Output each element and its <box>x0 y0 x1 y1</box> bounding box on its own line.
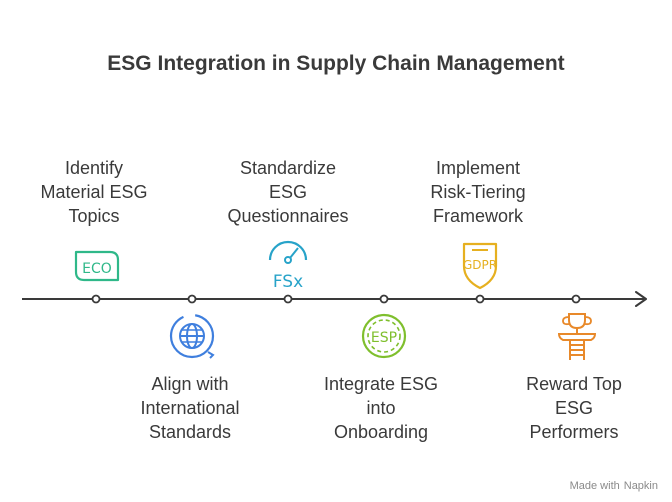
step-3-label: Standardize ESG Questionnaires <box>227 158 349 226</box>
diagram-title: ESG Integration in Supply Chain Manageme… <box>107 52 565 75</box>
timeline-arrowhead <box>635 291 647 307</box>
timeline-marker-4 <box>379 294 389 304</box>
esp-icon-text: ESP <box>371 330 397 346</box>
timeline-marker-5 <box>475 294 485 304</box>
timeline-marker-2 <box>187 294 197 304</box>
trophy-ladder-icon <box>549 308 605 364</box>
eco-icon: ECO <box>68 238 124 294</box>
gdpr-shield-icon: GDPR <box>452 236 508 292</box>
watermark-prefix: Made with <box>569 480 620 492</box>
step-2-label: Align with International Standards <box>140 374 240 442</box>
step-4-label: Integrate ESG into Onboarding <box>323 374 439 442</box>
step-1-label: Identify Material ESG Topics <box>40 158 148 226</box>
gdpr-icon-text: GDPR <box>463 258 497 272</box>
step-6-label: Reward Top ESG Performers <box>526 374 622 442</box>
timeline-marker-1 <box>91 294 101 304</box>
fsx-icon-text: FSx <box>273 272 303 292</box>
step-5-label: Implement Risk-Tiering Framework <box>430 158 526 226</box>
watermark-brand: Napkin <box>623 480 658 492</box>
eco-icon-text: ECO <box>82 261 112 277</box>
esp-icon: ESP <box>356 308 412 364</box>
fsx-gauge-icon: FSx <box>260 236 316 292</box>
timeline-marker-6 <box>571 294 581 304</box>
globe-icon <box>164 308 220 364</box>
timeline-marker-3 <box>283 294 293 304</box>
